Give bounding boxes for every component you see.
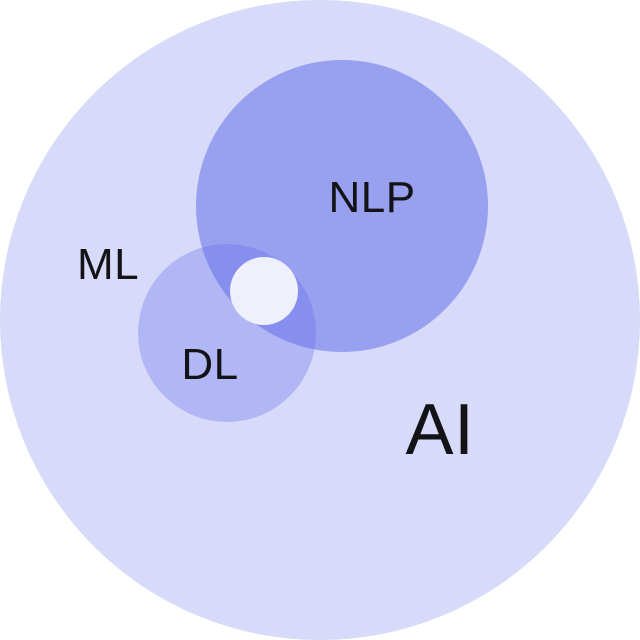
core-circle bbox=[230, 257, 298, 325]
ai-label: AI bbox=[405, 390, 475, 470]
ml-label: ML bbox=[76, 240, 140, 289]
nlp-label: NLP bbox=[328, 173, 416, 222]
dl-label: DL bbox=[181, 340, 239, 389]
